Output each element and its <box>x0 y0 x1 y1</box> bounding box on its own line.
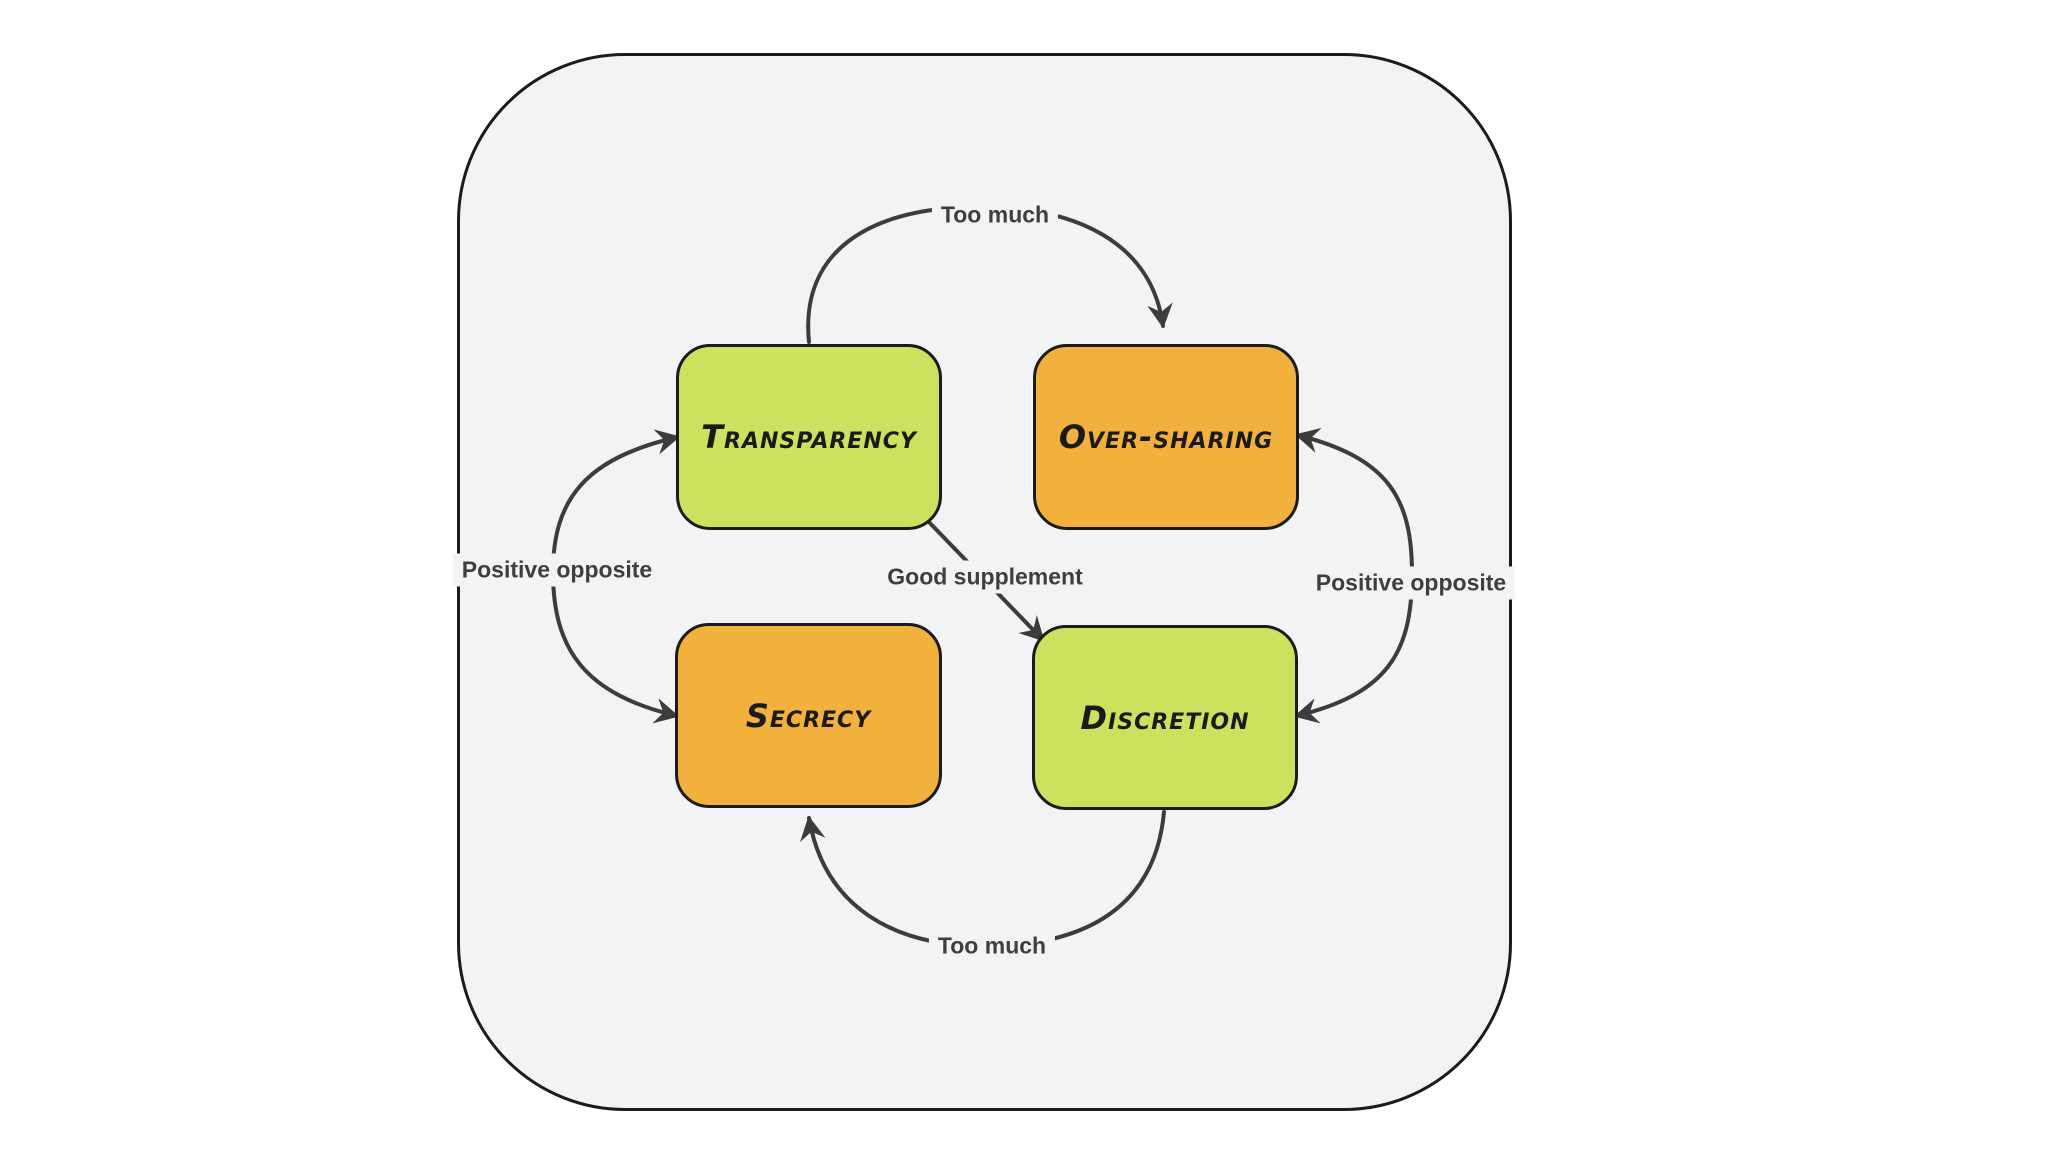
node-transparency: Transparency <box>676 344 942 530</box>
node-secrecy-label: Secrecy <box>745 696 872 735</box>
edge-label-positive-opposite-right: Positive opposite <box>1306 566 1516 600</box>
edge-too-much-bottom <box>800 810 1166 949</box>
edge-label-positive-opposite-left: Positive opposite <box>452 553 662 587</box>
node-secrecy: Secrecy <box>675 623 942 808</box>
node-discretion: Discretion <box>1032 625 1298 810</box>
node-transparency-label: Transparency <box>701 418 917 456</box>
edge-label-too-much-top: Too much <box>931 198 1059 232</box>
edge-label-good-supplement: Good supplement <box>878 560 1092 594</box>
edge-label-too-much-bottom: Too much <box>928 929 1056 963</box>
node-discretion-label: Discretion <box>1080 698 1250 737</box>
node-over-sharing-label: Over-sharing <box>1058 418 1274 456</box>
node-over-sharing: Over-sharing <box>1033 344 1299 530</box>
